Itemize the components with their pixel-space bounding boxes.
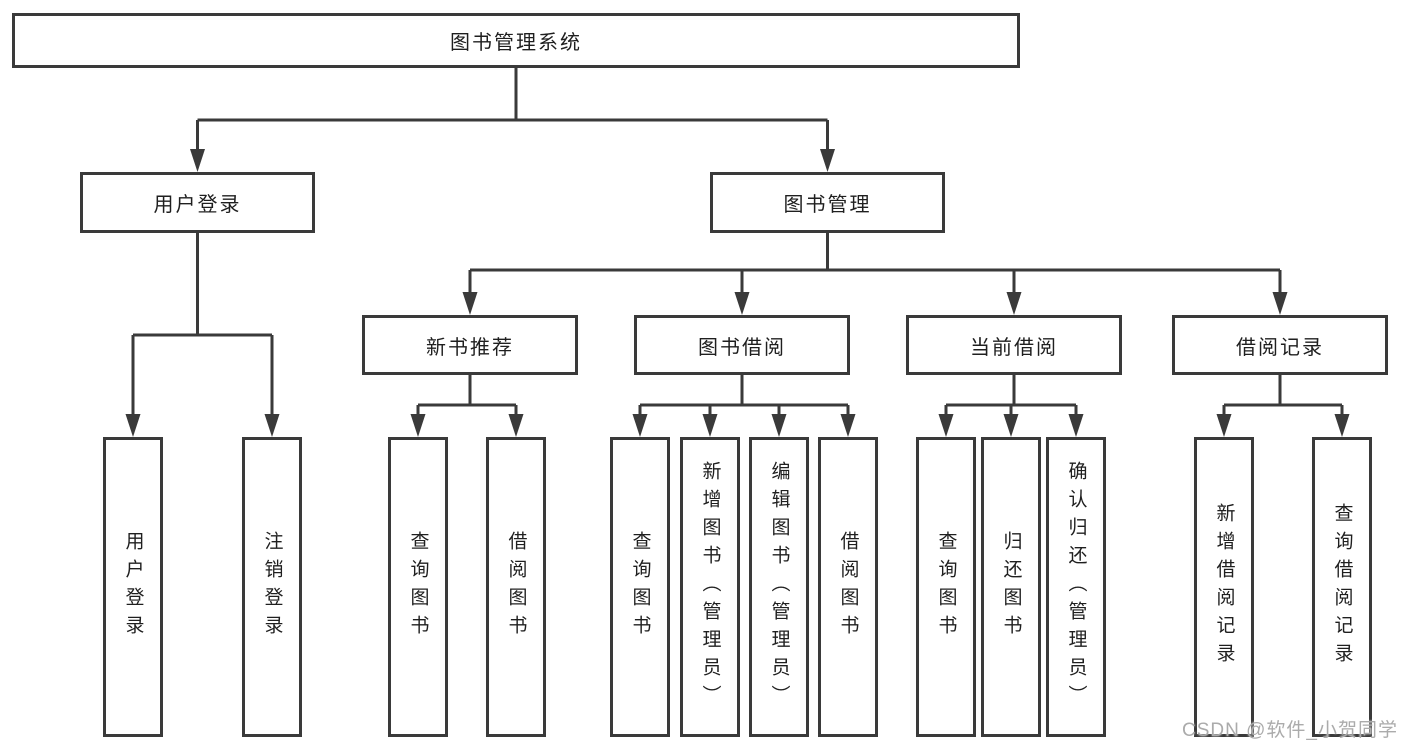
node-label: 图书借阅 <box>698 336 786 359</box>
node-label: 借阅图书 <box>505 531 527 643</box>
arrowheads <box>125 149 1350 437</box>
node-new-book-recommend: 新书推荐 <box>362 315 578 375</box>
leaf-borrow-book: 借阅图书 <box>818 437 878 737</box>
node-label: 当前借阅 <box>970 336 1058 359</box>
node-label: 编辑图书（管理员） <box>768 461 790 713</box>
leaf-user-login: 用户登录 <box>103 437 163 737</box>
node-user-login: 用户登录 <box>80 172 315 233</box>
node-label: 查询图书 <box>629 531 651 643</box>
node-label: 归还图书 <box>1000 531 1022 643</box>
node-label: 新书推荐 <box>426 336 514 359</box>
node-label: 确认归还（管理员） <box>1065 461 1087 713</box>
node-label: 新增借阅记录 <box>1213 503 1235 671</box>
leaf-logout: 注销登录 <box>242 437 302 737</box>
leaf-add-borrow-record: 新增借阅记录 <box>1194 437 1254 737</box>
node-label: 图书管理 <box>783 194 872 216</box>
leaf-current-query-book: 查询图书 <box>916 437 976 737</box>
leaf-add-book-admin: 新增图书（管理员） <box>680 437 740 737</box>
node-label: 查询图书 <box>407 531 429 643</box>
node-book-borrow: 图书借阅 <box>634 315 850 375</box>
leaf-borrow-query-book: 查询图书 <box>610 437 670 737</box>
node-label: 查询图书 <box>935 531 957 643</box>
node-label: 图书管理系统 <box>450 32 582 54</box>
node-root-system: 图书管理系统 <box>12 13 1020 68</box>
leaf-recommend-borrow-book: 借阅图书 <box>486 437 546 737</box>
node-label: 借阅图书 <box>837 531 859 643</box>
node-current-borrow: 当前借阅 <box>906 315 1122 375</box>
node-label: 借阅记录 <box>1236 336 1324 359</box>
leaf-query-borrow-record: 查询借阅记录 <box>1312 437 1372 737</box>
node-label: 用户登录 <box>153 194 242 216</box>
node-book-management: 图书管理 <box>710 172 945 233</box>
leaf-edit-book-admin: 编辑图书（管理员） <box>749 437 809 737</box>
node-label: 用户登录 <box>122 531 144 643</box>
node-borrow-records: 借阅记录 <box>1172 315 1388 375</box>
node-label: 查询借阅记录 <box>1331 503 1353 671</box>
csdn-watermark: CSDN @软件_小贺同学 <box>1182 720 1398 741</box>
leaf-return-book: 归还图书 <box>981 437 1041 737</box>
leaf-confirm-return-admin: 确认归还（管理员） <box>1046 437 1106 737</box>
leaf-recommend-query-book: 查询图书 <box>388 437 448 737</box>
node-label: 注销登录 <box>261 531 283 643</box>
node-label: 新增图书（管理员） <box>699 461 721 713</box>
